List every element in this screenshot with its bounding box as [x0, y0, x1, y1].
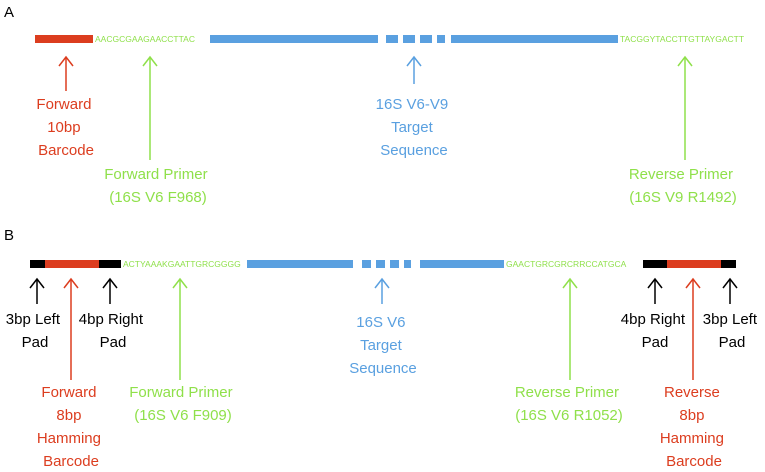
reverse-primer-arrow [562, 277, 578, 380]
reverse-primer-arrow [677, 55, 693, 160]
left-pad-arrow-2 [722, 277, 738, 304]
target-bar-dash-3 [420, 35, 432, 43]
reverse-primer-label: Reverse Primer (16S V6 R1052) [515, 384, 623, 424]
reverse-primer-sequence: GAACTGRCGRCRRCCATGCA [506, 259, 627, 269]
panel-a-label: A [4, 4, 14, 21]
left-pad-arrow-1 [29, 277, 45, 304]
target-sequence-label: 16S V6-V9 Target Sequence [376, 96, 453, 159]
right-pad-arrow-1 [102, 277, 118, 304]
reverse-primer-label: Reverse Primer (16S V9 R1492) [629, 166, 737, 206]
target-bar-dash-2 [403, 35, 415, 43]
barcode-arrow [58, 55, 74, 91]
right-pad-label-2: 4bp Right Pad [621, 311, 689, 351]
reverse-barcode-arrow [685, 277, 701, 380]
target-bar-dash-2 [376, 260, 385, 268]
reverse-barcode-bar [667, 260, 721, 268]
right-pad-bar-1 [99, 260, 121, 268]
reverse-barcode-label: Reverse 8bp Hamming Barcode [660, 384, 728, 470]
forward-barcode-label: Forward 10bp Barcode [36, 96, 95, 159]
target-arrow [374, 277, 390, 304]
panel-b-label: B [4, 227, 14, 244]
panel-a: A AACGCGAAGAACCTTAC TACGGYTACCTTGTTAYGAC… [4, 4, 744, 206]
left-pad-label-2: 3bp Left Pad [703, 311, 761, 351]
target-bar-dash-4 [437, 35, 445, 43]
target-bar-dash-3 [390, 260, 399, 268]
forward-primer-arrow [142, 55, 158, 160]
target-bar-right [451, 35, 618, 43]
left-pad-bar-1 [30, 260, 45, 268]
forward-barcode-label: Forward 8bp Hamming Barcode [37, 384, 105, 470]
forward-primer-arrow [172, 277, 188, 380]
target-arrow [406, 55, 422, 84]
target-bar-dash-1 [362, 260, 371, 268]
target-bar-left [247, 260, 353, 268]
target-sequence-label: 16S V6 Target Sequence [349, 314, 417, 377]
forward-barcode-arrow [63, 277, 79, 380]
right-pad-bar-2 [643, 260, 667, 268]
target-bar-left [210, 35, 378, 43]
forward-primer-sequence: AACGCGAAGAACCTTAC [95, 34, 195, 44]
forward-primer-label: Forward Primer (16S V6 F909) [129, 384, 237, 424]
forward-primer-sequence: ACTYAAAKGAATTGRCGGGG [123, 259, 241, 269]
left-pad-label-1: 3bp Left Pad [6, 311, 64, 351]
forward-barcode-bar [35, 35, 93, 43]
forward-barcode-bar [45, 260, 99, 268]
target-bar-dash-1 [386, 35, 398, 43]
left-pad-bar-2 [721, 260, 736, 268]
target-bar-right [420, 260, 504, 268]
target-bar-dash-4 [404, 260, 411, 268]
forward-primer-label: Forward Primer (16S V6 F968) [104, 166, 212, 206]
right-pad-label-1: 4bp Right Pad [79, 311, 147, 351]
reverse-primer-sequence: TACGGYTACCTTGTTAYGACTT [620, 34, 744, 44]
panel-b: B ACTYAAAKGAATTGRCGGGG GAACTGRCGRCRRCCAT… [4, 227, 761, 470]
right-pad-arrow-2 [647, 277, 663, 304]
